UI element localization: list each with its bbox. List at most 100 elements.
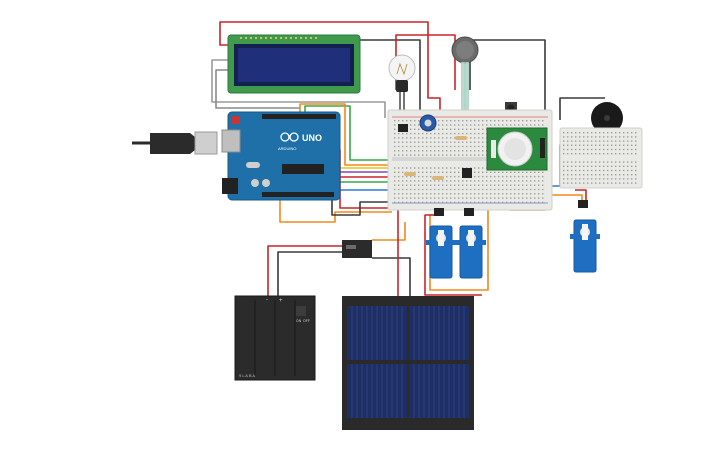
breadboard-hole: [438, 184, 440, 186]
breadboard-hole: [418, 154, 420, 156]
breadboard-hole: [418, 188, 420, 191]
breadboard-hole: [514, 120, 516, 122]
breadboard-hole: [587, 153, 589, 155]
breadboard-hole: [426, 171, 428, 173]
arduino-reset: [232, 116, 240, 124]
breadboard-hole: [583, 169, 585, 172]
breadboard-hole: [494, 197, 496, 199]
arduino-bottom-header: [262, 192, 334, 197]
breadboard-hole: [498, 171, 500, 173]
breadboard-hole: [394, 128, 396, 130]
breadboard-hole: [462, 128, 464, 130]
breadboard-hole: [591, 153, 593, 155]
breadboard-hole: [498, 193, 500, 195]
breadboard-hole: [571, 140, 573, 142]
servo-1: [426, 208, 456, 279]
breadboard-hole: [434, 167, 436, 169]
breadboard-hole: [486, 201, 488, 204]
breadboard-hole: [466, 120, 468, 122]
breadboard-hole: [587, 144, 589, 146]
breadboard-hole: [603, 140, 605, 142]
breadboard-hole: [486, 120, 488, 122]
breadboard-hole: [402, 180, 404, 182]
breadboard-hole: [482, 184, 484, 186]
breadboard-hole: [454, 180, 456, 182]
breadboard-hole: [442, 197, 444, 199]
breadboard-hole: [502, 197, 504, 199]
breadboard-hole: [595, 140, 597, 142]
breadboard-hole: [442, 128, 444, 130]
breadboard-hole: [458, 201, 460, 204]
breadboard-hole: [563, 169, 565, 172]
breadboard-hole: [635, 144, 637, 146]
breadboard-hole: [619, 165, 621, 167]
breadboard-hole: [410, 124, 412, 126]
breadboard-hole: [534, 175, 536, 178]
breadboard-hole: [466, 141, 468, 143]
breadboard-hole: [591, 174, 593, 176]
breadboard-hole: [619, 153, 621, 155]
breadboard-hole: [406, 197, 408, 199]
breadboard-hole: [426, 137, 428, 139]
breadboard-hole: [595, 178, 597, 180]
breadboard-hole: [538, 184, 540, 186]
breadboard-hole: [583, 178, 585, 180]
breadboard-hole: [470, 132, 472, 135]
breadboard-hole: [619, 132, 621, 134]
breadboard-hole: [398, 188, 400, 191]
breadboard-hole: [575, 148, 577, 151]
breadboard-hole: [627, 174, 629, 176]
breadboard-hole: [631, 182, 633, 184]
breadboard-hole: [438, 193, 440, 195]
breadboard-hole: [611, 182, 613, 184]
breadboard-hole: [595, 153, 597, 155]
breadboard-hole: [579, 144, 581, 146]
breadboard-hole: [466, 197, 468, 199]
breadboard-hole: [438, 188, 440, 191]
breadboard-hole: [575, 140, 577, 142]
breadboard-hole: [398, 175, 400, 178]
breadboard-hole: [434, 201, 436, 204]
breadboard-hole: [510, 120, 512, 122]
breadboard-hole: [591, 169, 593, 172]
breadboard-hole: [522, 197, 524, 199]
breadboard-hole: [406, 120, 408, 122]
breadboard-hole: [422, 180, 424, 182]
breadboard-hole: [458, 150, 460, 152]
breadboard-hole: [446, 175, 448, 178]
breadboard-hole: [426, 154, 428, 156]
breadboard-hole: [430, 193, 432, 195]
breadboard-hole: [579, 178, 581, 180]
breadboard-hole: [538, 193, 540, 195]
breadboard-hole: [454, 120, 456, 122]
breadboard-hole: [591, 148, 593, 151]
breadboard-hole: [591, 161, 593, 163]
breadboard-hole: [498, 188, 500, 191]
breadboard-hole: [414, 175, 416, 178]
breadboard-hole: [394, 145, 396, 148]
breadboard-hole: [446, 201, 448, 204]
breadboard-hole: [635, 165, 637, 167]
breadboard-hole: [627, 182, 629, 184]
breadboard-hole: [631, 132, 633, 134]
breadboard-hole: [478, 137, 480, 139]
breadboard-hole: [607, 136, 609, 138]
breadboard-hole: [430, 141, 432, 143]
breadboard-hole: [631, 165, 633, 167]
breadboard-hole: [603, 148, 605, 151]
breadboard-hole: [599, 161, 601, 163]
breadboard-hole: [474, 167, 476, 169]
breadboard-hole: [599, 153, 601, 155]
breadboard-hole: [466, 145, 468, 148]
breadboard-hole: [490, 175, 492, 178]
breadboard-hole: [402, 188, 404, 191]
breadboard-hole: [567, 182, 569, 184]
breadboard-hole: [394, 124, 396, 126]
breadboard-hole: [414, 124, 416, 126]
breadboard-hole: [486, 197, 488, 199]
breadboard-hole: [410, 175, 412, 178]
breadboard-hole: [623, 169, 625, 172]
breadboard-hole: [458, 124, 460, 126]
breadboard-hole: [450, 145, 452, 148]
breadboard-hole: [438, 150, 440, 152]
